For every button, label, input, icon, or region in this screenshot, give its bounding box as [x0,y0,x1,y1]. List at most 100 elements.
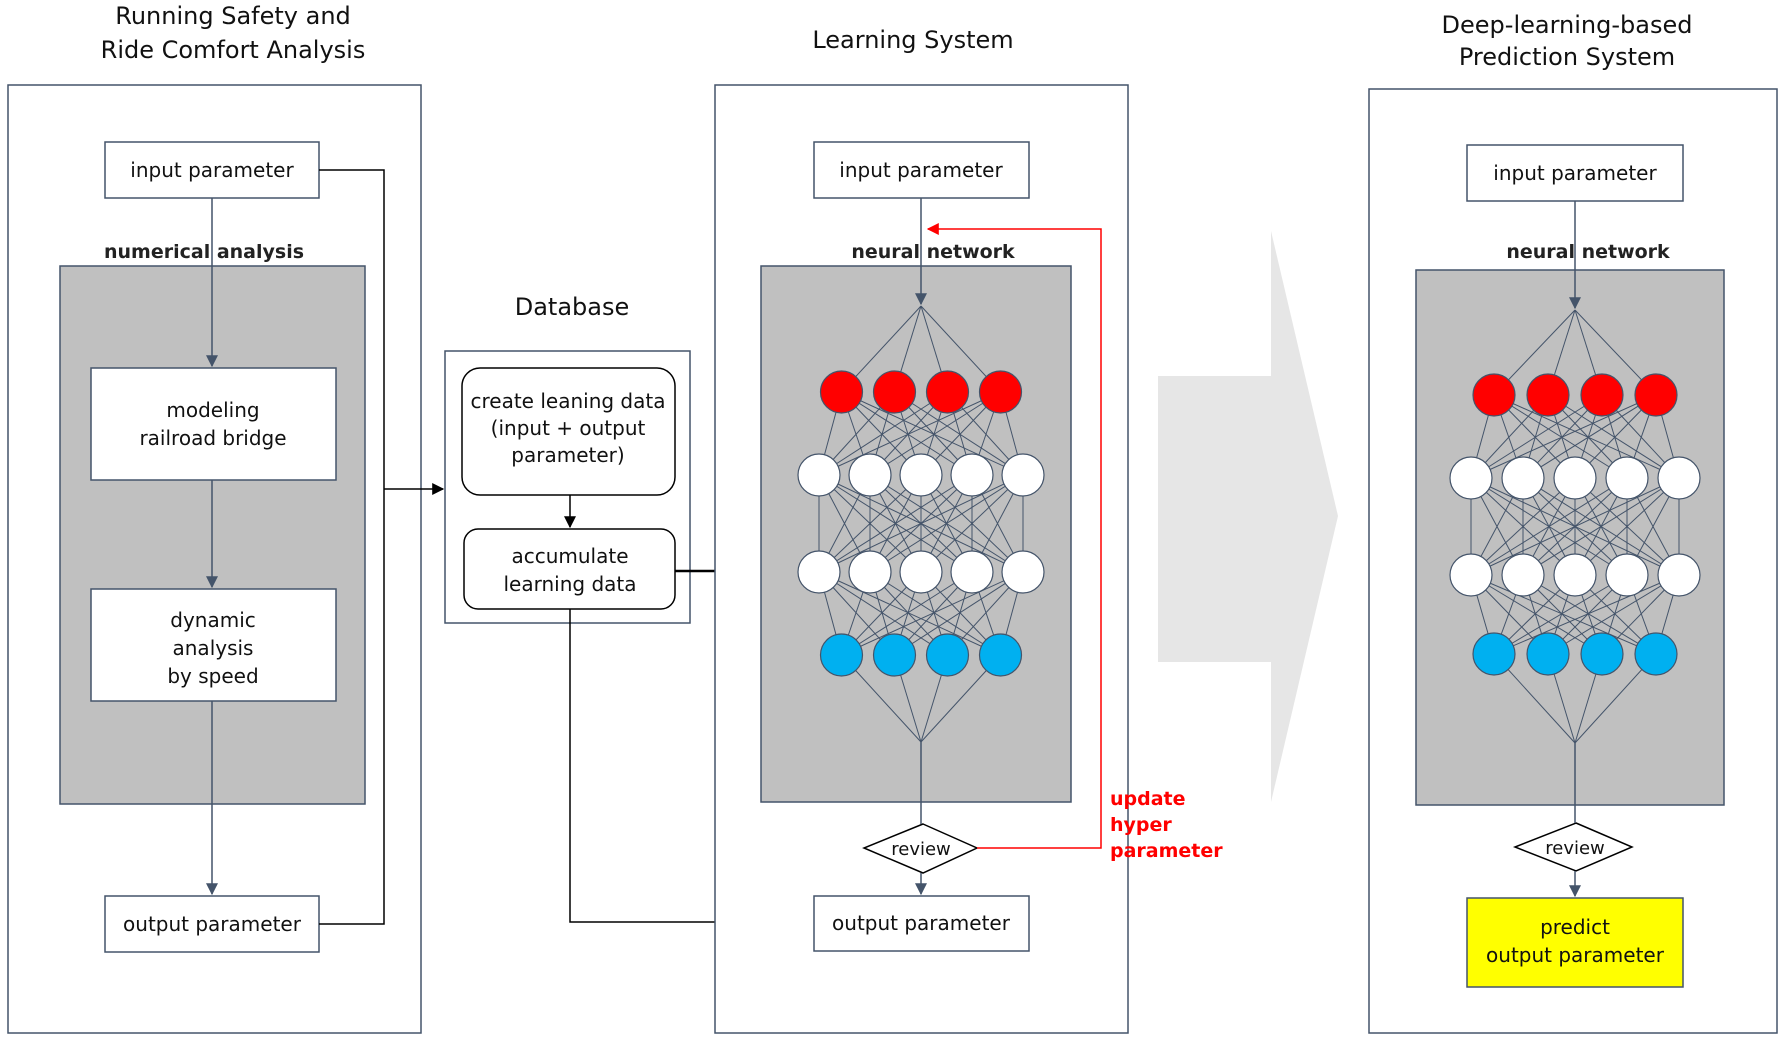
create-data-line-2: (input + output [491,416,646,440]
learning-edge [818,474,1024,573]
learning-edge [894,571,1024,656]
predict-output-box [1466,897,1684,988]
learning-input-label: input parameter [839,158,1003,182]
prediction-edge [1547,394,1680,479]
learning-review-diamond [862,823,979,874]
learning-hidden-node [797,550,841,594]
learning-edge [841,571,973,656]
dynamic-label-line-1: dynamic [170,608,256,632]
prediction-edge [1470,394,1657,479]
prediction-output-node [1580,632,1624,676]
prediction-title-line-1: Deep-learning-based [1442,11,1693,39]
analysis-output-box [104,895,320,953]
prediction-edge [1493,574,1628,655]
learning-output-node [978,633,1023,677]
learning-edge [818,571,1001,656]
prediction-edge [1547,574,1680,655]
accumulate-data-box [463,528,676,610]
prediction-input-box [1466,144,1684,202]
prediction-edge [1522,394,1657,479]
prediction-input-node [1526,373,1570,417]
analysis-title-line-2: Ride Comfort Analysis [101,36,366,64]
analysis-input-label: input parameter [130,158,294,182]
learning-input-node [978,370,1023,414]
prediction-input-node [1472,373,1516,417]
learning-edge [869,474,1024,573]
learning-edge [920,474,1024,573]
learning-edge [818,474,922,573]
learning-hidden-node [848,550,892,594]
modeling-label-line-1: modeling [166,398,259,422]
prediction-hidden-node [1553,553,1597,597]
prediction-network-panel [1415,269,1725,806]
learning-edge [818,571,948,656]
prediction-edge [1470,394,1603,479]
prediction-edge [1493,574,1680,655]
prediction-output-node [1634,632,1678,676]
database-panel: Database create leaning data (input + ou… [444,164,814,928]
prediction-network-label: neural network [1506,241,1670,263]
learning-hidden-node [1001,550,1045,594]
prediction-edge [1574,477,1680,576]
dynamic-label-line-3: by speed [167,664,258,688]
learning-edge [841,391,1024,476]
learning-edge [869,391,1001,476]
learning-title: Learning System [812,26,1013,54]
learning-hidden-node [899,453,943,497]
prediction-edge [1470,477,1680,576]
learning-hidden-node [848,453,892,497]
transition-arrow-shape [1158,231,1338,802]
prediction-input-label: input parameter [1493,161,1657,185]
learning-input-box [813,141,1030,199]
create-data-line-3: parameter) [511,443,624,467]
dynamic-label-line-2: analysis [173,636,254,660]
learning-network-label: neural network [851,241,1015,263]
learning-input-node [925,370,970,414]
learning-panel: Learning System input parameter neural n… [714,26,1223,1034]
modeling-box [90,367,337,481]
create-data-line-1: create leaning data [471,389,666,413]
prediction-input-node [1634,373,1678,417]
learning-output-node [925,633,970,677]
learning-neural-network [797,305,1045,743]
prediction-edge [1522,477,1680,576]
prediction-edge [1470,477,1576,576]
prediction-panel: Deep-learning-based Prediction System in… [1368,11,1778,1034]
analysis-input-box [104,141,320,199]
predict-label-line-2: output parameter [1486,943,1665,967]
prediction-edge [1470,477,1628,576]
dynamic-analysis-box [90,588,337,702]
learning-edge [894,391,1024,476]
prediction-hidden-node [1501,553,1545,597]
prediction-hidden-node [1449,553,1493,597]
numerical-analysis-label: numerical analysis [104,241,304,263]
learning-edge [841,391,973,476]
update-label-line-2: hyper [1110,814,1172,836]
prediction-hidden-node [1449,456,1493,500]
learning-review-label: review [891,839,951,860]
prediction-hidden-node [1553,456,1597,500]
learning-network-panel [760,265,1072,803]
analysis-panel: Running Safety and Ride Comfort Analysis… [7,2,445,1034]
learning-hidden-node [950,550,994,594]
learning-hidden-node [950,453,994,497]
learning-output-node [872,633,917,677]
prediction-edge [1493,394,1680,479]
prediction-edge [1522,574,1657,655]
update-label-line-3: parameter [1110,840,1223,862]
learning-input-node [819,370,864,414]
update-label-line-1: update [1110,788,1186,810]
prediction-edge [1470,574,1603,655]
accumulate-to-output-line [569,609,744,923]
learning-edge [869,571,1001,656]
analysis-title-line-1: Running Safety and [115,2,351,30]
predict-label-line-1: predict [1540,915,1610,939]
learning-output-label: output parameter [832,911,1011,935]
prediction-hidden-node [1501,456,1545,500]
analysis-output-label: output parameter [123,912,302,936]
learning-edge [818,391,948,476]
prediction-hidden-node [1605,553,1649,597]
learning-hidden-node [797,453,841,497]
